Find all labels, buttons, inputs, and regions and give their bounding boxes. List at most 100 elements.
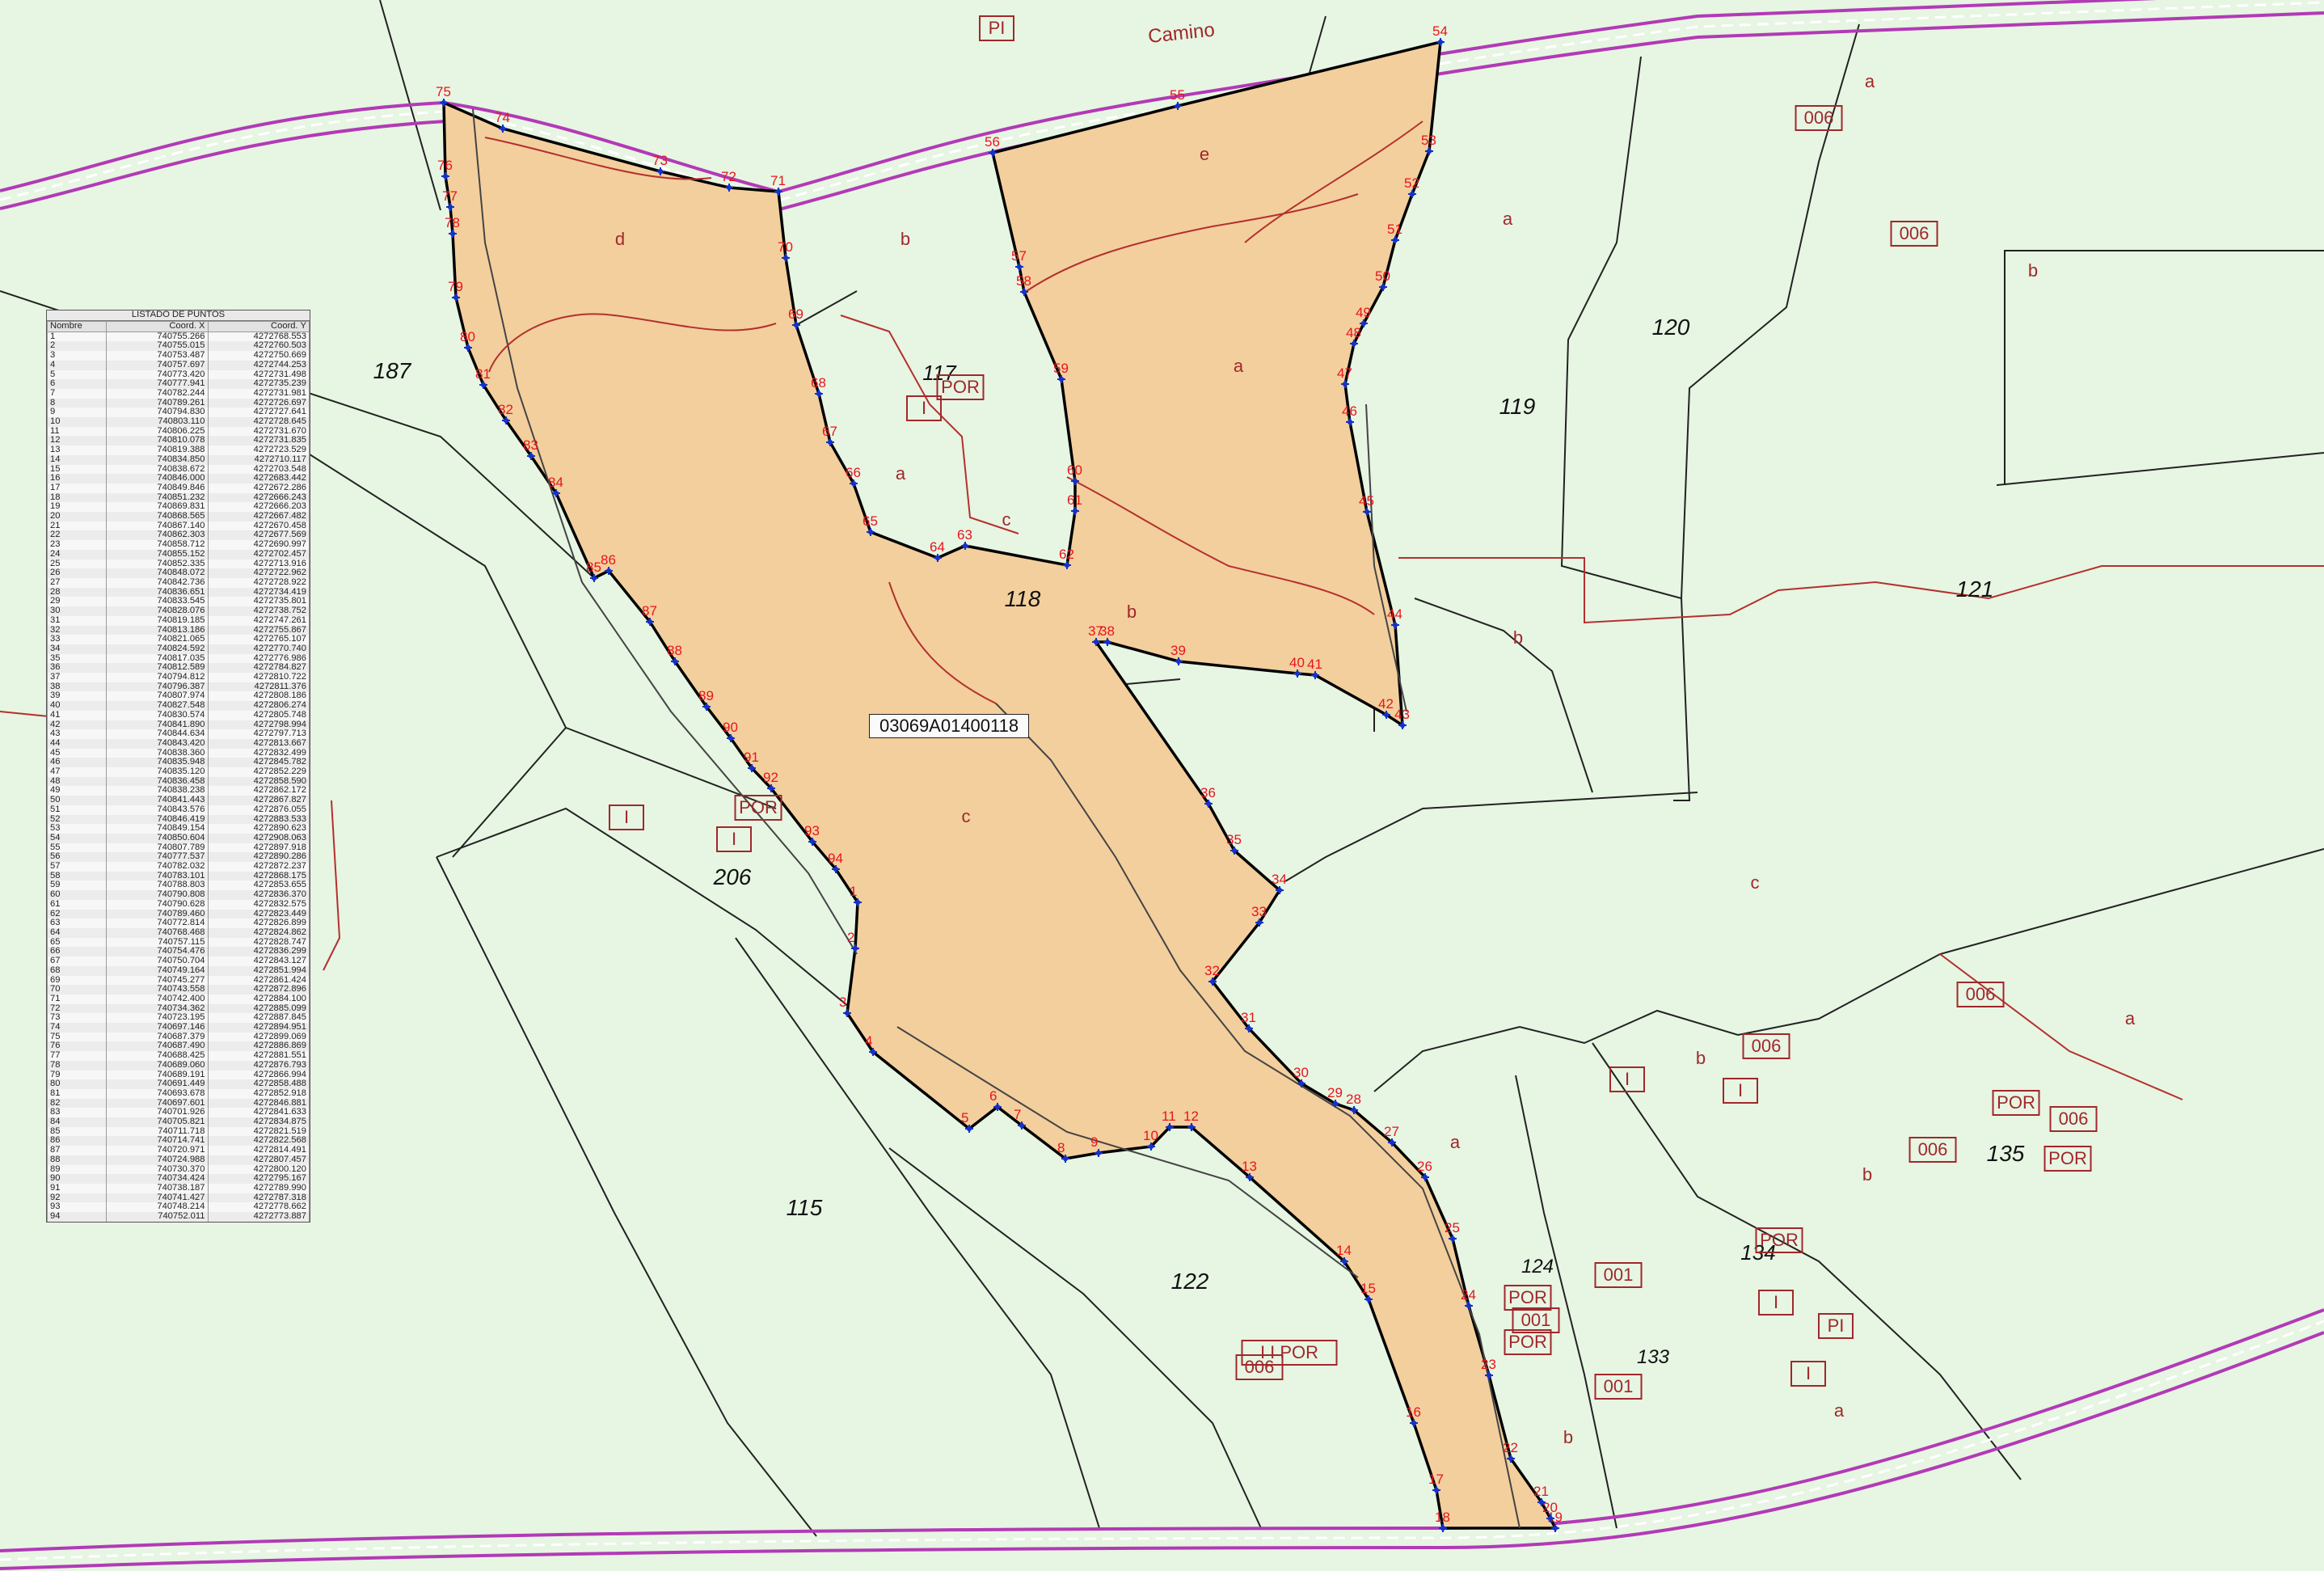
vertex-46[interactable]: 46 xyxy=(1342,403,1357,426)
cell-coord-y: 4272811.376 xyxy=(207,682,310,692)
vertex-7[interactable]: 7 xyxy=(1014,1107,1026,1130)
vertex-62[interactable]: 62 xyxy=(1059,547,1074,569)
vertex-90[interactable]: 90 xyxy=(723,720,738,742)
vertex-2[interactable]: 2 xyxy=(847,930,859,952)
vertex-24[interactable]: 24 xyxy=(1461,1287,1476,1310)
vertex-70[interactable]: 70 xyxy=(778,239,793,262)
vertex-87[interactable]: 87 xyxy=(642,603,657,626)
cell-coord-y: 4272702.457 xyxy=(207,549,310,560)
vertex-27[interactable]: 27 xyxy=(1384,1124,1399,1147)
vertex-28[interactable]: 28 xyxy=(1346,1092,1361,1114)
vertex-60[interactable]: 60 xyxy=(1067,462,1082,485)
cell-nombre: 92 xyxy=(47,1193,107,1203)
vertex-11[interactable]: 11 xyxy=(1162,1109,1176,1131)
vertex-84[interactable]: 84 xyxy=(548,475,563,497)
vertex-5[interactable]: 5 xyxy=(961,1110,973,1133)
vertex-49[interactable]: 49 xyxy=(1356,305,1371,327)
cell-nombre: 12 xyxy=(47,436,107,446)
vertex-12[interactable]: 12 xyxy=(1183,1109,1199,1131)
vertex-91[interactable]: 91 xyxy=(744,750,759,772)
vertex-34[interactable]: 34 xyxy=(1272,872,1287,894)
vertex-29[interactable]: 29 xyxy=(1327,1085,1343,1108)
vertex-69[interactable]: 69 xyxy=(788,306,803,329)
vertex-label: 3 xyxy=(839,995,846,1010)
vertex-25[interactable]: 25 xyxy=(1445,1220,1460,1243)
vertex-label: 9 xyxy=(1090,1134,1098,1150)
vertex-67[interactable]: 67 xyxy=(822,424,837,446)
vertex-65[interactable]: 65 xyxy=(863,513,878,536)
vertex-15[interactable]: 15 xyxy=(1360,1281,1376,1303)
vertex-45[interactable]: 45 xyxy=(1359,493,1374,516)
vertex-20[interactable]: 20 xyxy=(1542,1500,1558,1522)
vertex-88[interactable]: 88 xyxy=(667,643,682,665)
cell-coord-y: 4272872.896 xyxy=(207,985,310,995)
vertex-22[interactable]: 22 xyxy=(1503,1440,1518,1463)
vertex-61[interactable]: 61 xyxy=(1067,492,1082,515)
vertex-8[interactable]: 8 xyxy=(1057,1140,1069,1163)
vertex-30[interactable]: 30 xyxy=(1293,1065,1309,1087)
vertex-94[interactable]: 94 xyxy=(828,851,843,873)
vertex-66[interactable]: 66 xyxy=(846,465,861,488)
building-outline xyxy=(1241,1340,1338,1366)
vertex-21[interactable]: 21 xyxy=(1533,1484,1549,1506)
vertex-42[interactable]: 42 xyxy=(1378,696,1394,719)
vertex-32[interactable]: 32 xyxy=(1204,963,1220,986)
vertex-3[interactable]: 3 xyxy=(839,995,851,1017)
vertex-50[interactable]: 50 xyxy=(1375,268,1390,291)
vertex-86[interactable]: 86 xyxy=(601,552,616,575)
vertex-51[interactable]: 51 xyxy=(1387,222,1402,244)
vertex-1[interactable]: 1 xyxy=(850,884,862,906)
vertex-59[interactable]: 59 xyxy=(1053,361,1069,383)
building-outline xyxy=(1609,1066,1645,1092)
vertex-40[interactable]: 40 xyxy=(1289,655,1305,678)
cell-coord-y: 4272797.713 xyxy=(207,729,310,739)
vertex-18[interactable]: 18 xyxy=(1435,1510,1450,1532)
subparcel-label: b xyxy=(1127,602,1137,622)
vertex-63[interactable]: 63 xyxy=(957,527,972,550)
vertex-37[interactable]: 37 xyxy=(1088,623,1103,646)
vertex-41[interactable]: 41 xyxy=(1307,657,1322,679)
vertex-85[interactable]: 85 xyxy=(586,560,601,582)
vertex-26[interactable]: 26 xyxy=(1417,1159,1432,1181)
vertex-75[interactable]: 75 xyxy=(436,84,451,107)
vertex-6[interactable]: 6 xyxy=(989,1088,1002,1111)
vertex-23[interactable]: 23 xyxy=(1481,1357,1496,1379)
vertex-label: 76 xyxy=(437,158,453,173)
vertex-38[interactable]: 38 xyxy=(1099,623,1115,646)
cell-nombre: 10 xyxy=(47,417,107,427)
vertex-83[interactable]: 83 xyxy=(523,437,538,460)
vertex-14[interactable]: 14 xyxy=(1336,1243,1352,1265)
vertex-label: 34 xyxy=(1272,872,1287,887)
vertex-81[interactable]: 81 xyxy=(475,366,491,389)
vertex-39[interactable]: 39 xyxy=(1170,643,1186,665)
vertex-13[interactable]: 13 xyxy=(1242,1159,1257,1181)
vertex-78[interactable]: 78 xyxy=(445,215,460,238)
vertex-43[interactable]: 43 xyxy=(1394,707,1410,729)
vertex-82[interactable]: 82 xyxy=(498,402,513,424)
vertex-9[interactable]: 9 xyxy=(1090,1134,1103,1157)
vertex-17[interactable]: 17 xyxy=(1428,1472,1444,1494)
cell-nombre: 74 xyxy=(47,1023,107,1033)
vertex-47[interactable]: 47 xyxy=(1337,365,1352,388)
vertex-10[interactable]: 10 xyxy=(1143,1128,1158,1151)
vertex-68[interactable]: 68 xyxy=(811,375,826,398)
vertex-57[interactable]: 57 xyxy=(1011,248,1027,271)
vertex-92[interactable]: 92 xyxy=(763,770,778,792)
vertex-16[interactable]: 16 xyxy=(1406,1404,1421,1427)
vertex-36[interactable]: 36 xyxy=(1200,785,1216,808)
vertex-44[interactable]: 44 xyxy=(1387,606,1402,629)
vertex-79[interactable]: 79 xyxy=(448,279,463,302)
vertex-31[interactable]: 31 xyxy=(1241,1010,1256,1033)
vertex-4[interactable]: 4 xyxy=(865,1033,877,1056)
vertex-80[interactable]: 80 xyxy=(460,329,475,352)
vertex-35[interactable]: 35 xyxy=(1226,832,1242,855)
vertex-89[interactable]: 89 xyxy=(698,688,714,711)
vertex-64[interactable]: 64 xyxy=(930,539,945,562)
vertex-58[interactable]: 58 xyxy=(1016,273,1031,296)
vertex-33[interactable]: 33 xyxy=(1251,904,1267,927)
vertex-48[interactable]: 48 xyxy=(1346,325,1361,348)
vertex-93[interactable]: 93 xyxy=(804,823,820,846)
